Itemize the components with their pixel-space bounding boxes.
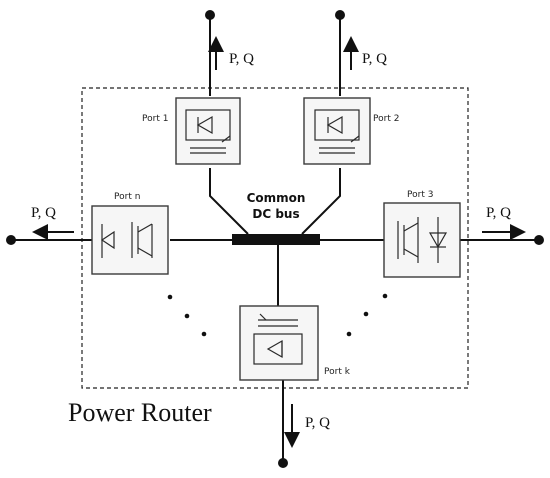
ellipsis-left xyxy=(167,294,207,337)
portn-converter xyxy=(91,205,169,275)
port1-terminal xyxy=(205,10,215,20)
power-router-title: Power Router xyxy=(68,398,212,427)
port2-terminal xyxy=(335,10,345,20)
ellipsis-right xyxy=(346,293,388,337)
router-boundary xyxy=(81,87,469,389)
common-dc-bus-label-line1: Common xyxy=(247,191,306,205)
port1-label: Port 1 xyxy=(142,114,168,124)
port1-igbt-diode-icon xyxy=(185,109,231,154)
portk-terminal xyxy=(278,458,288,468)
port3-converter xyxy=(383,202,461,278)
common-dc-bus-label-line2: DC bus xyxy=(252,207,299,221)
port3-terminal xyxy=(534,235,544,245)
portk-flow-label: P, Q xyxy=(305,415,330,431)
portn-terminal xyxy=(6,235,16,245)
port3-flow-label: P, Q xyxy=(486,205,511,221)
portn-label: Port n xyxy=(114,192,140,202)
port1-flow-label: P, Q xyxy=(229,51,254,67)
port2-converter xyxy=(303,97,371,165)
port2-external-line xyxy=(335,10,359,96)
port2-label: Port 2 xyxy=(373,114,399,124)
portk-converter xyxy=(239,305,319,381)
common-dc-bus-bar xyxy=(232,234,320,245)
port1-external-line xyxy=(205,10,224,96)
portk-external-line xyxy=(278,378,300,468)
port3-igbt-diode-icon xyxy=(397,217,448,263)
port3-external-line xyxy=(460,224,544,245)
portk-label: Port k xyxy=(324,367,351,377)
port3-label: Port 3 xyxy=(407,190,433,200)
port2-igbt-diode-icon xyxy=(314,109,360,154)
portk-igbt-diode-icon xyxy=(253,313,303,365)
portn-external-line xyxy=(6,224,92,245)
port1-converter xyxy=(175,97,241,165)
port2-flow-label: P, Q xyxy=(362,51,387,67)
portn-igbt-diode-icon xyxy=(100,222,153,258)
portn-flow-label: P, Q xyxy=(31,205,56,221)
